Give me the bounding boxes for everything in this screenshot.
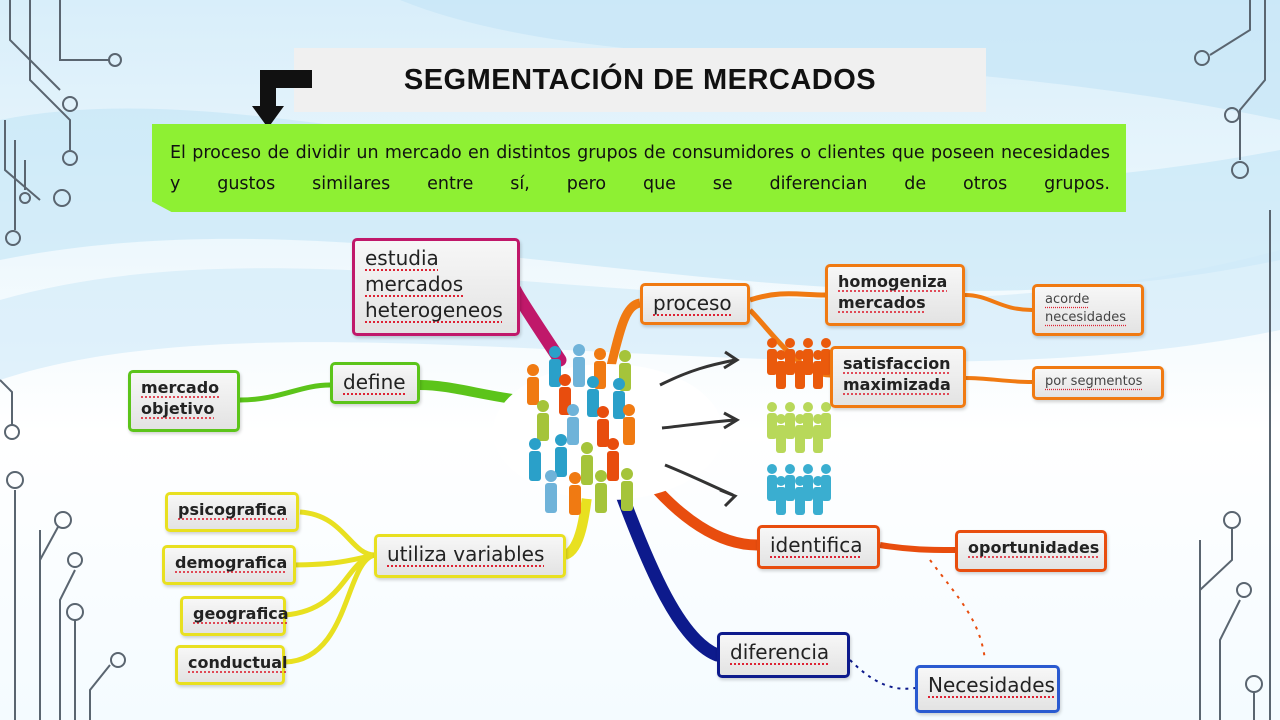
node-oportunidades: oportunidades — [955, 530, 1107, 572]
definition-text: El proceso de dividir un mercado en dist… — [170, 143, 1110, 194]
node-proceso: proceso — [640, 283, 750, 325]
node-necesidades: Necesidades — [915, 665, 1060, 713]
node-utiliza-variables: utiliza variables — [374, 534, 566, 578]
node-conductual: conductual — [175, 645, 288, 685]
node-identifica: identifica — [757, 525, 880, 569]
node-acorde-necesidades: acorde necesidades — [1032, 284, 1144, 336]
node-homogeniza: homogeniza mercados — [825, 264, 965, 326]
circuit-decoration-icon — [1194, 0, 1271, 720]
node-satisfaccion: satisfaccion maximizada — [830, 346, 966, 408]
node-mercado-objetivo: mercado objetivo — [128, 370, 240, 432]
node-por-segmentos: por segmentos — [1032, 366, 1164, 400]
node-estudia: estudia mercados heterogeneos — [352, 238, 520, 336]
title-bar: SEGMENTACIÓN DE MERCADOS — [294, 48, 986, 112]
people-crowd-icon — [527, 344, 635, 515]
people-group-icon — [767, 338, 831, 515]
page-title: SEGMENTACIÓN DE MERCADOS — [403, 63, 877, 96]
definition-box — [152, 124, 1126, 212]
node-define: define — [330, 362, 420, 404]
node-diferencia: diferencia — [717, 632, 850, 678]
node-demografica: demografica — [162, 545, 296, 585]
curved-arrow-icon — [659, 350, 741, 508]
node-psicografica: psicografica — [165, 492, 299, 532]
node-geografica: geografica — [180, 596, 289, 636]
down-left-arrow-icon — [252, 70, 312, 128]
circuit-decoration-icon — [0, 0, 126, 720]
